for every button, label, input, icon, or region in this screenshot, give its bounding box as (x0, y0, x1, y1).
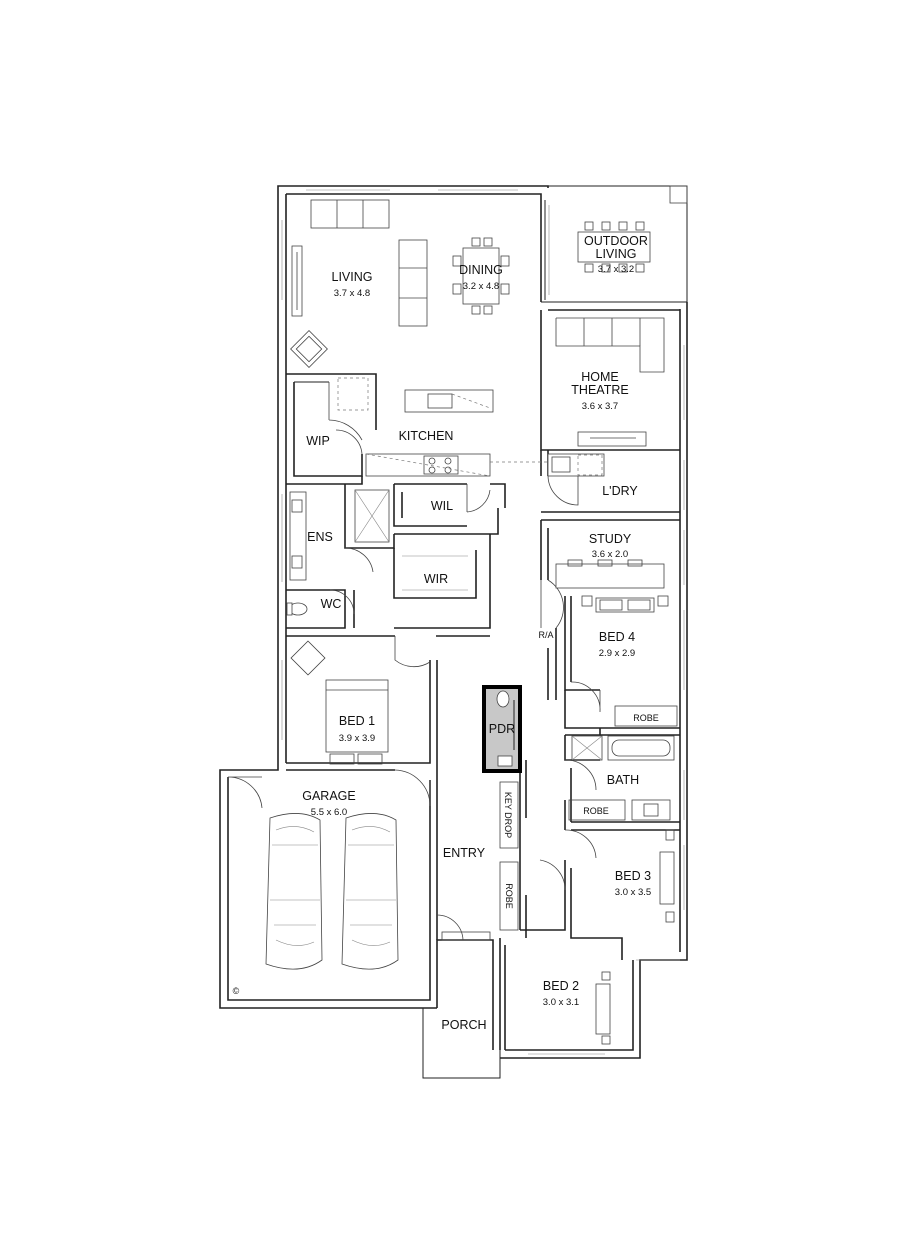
wil-name: WIL (431, 499, 453, 513)
robe-bed4 (614, 705, 678, 727)
living-name: LIVING (332, 270, 373, 284)
bed1-dim: 3.9 x 3.9 (339, 733, 375, 744)
bed1-name: BED 1 (339, 714, 375, 728)
kitchen-name: KITCHEN (399, 429, 454, 443)
porch-name: PORCH (441, 1018, 486, 1032)
bed2-name: BED 2 (543, 979, 579, 993)
bed3-dim: 3.0 x 3.5 (615, 887, 651, 898)
garage-name: GARAGE (302, 789, 356, 803)
laundry-name: L'DRY (602, 484, 638, 498)
ra-label: R/A (538, 630, 553, 640)
robe-bath-label: ROBE (583, 806, 609, 816)
theatre-dim: 3.6 x 3.7 (582, 401, 618, 412)
key-drop-label: KEY DROP (503, 792, 513, 838)
bath-name: BATH (607, 773, 639, 787)
robe-bath (568, 799, 626, 821)
theatre-name-1: HOME (581, 370, 619, 384)
bed3-name: BED 3 (615, 869, 651, 883)
wir-name: WIR (424, 572, 448, 586)
outdoor-dim: 3.7 x 3.2 (598, 264, 634, 275)
windows (281, 189, 685, 1055)
bed2-dim: 3.0 x 3.1 (543, 997, 579, 1008)
outdoor-name-2: LIVING (596, 247, 637, 261)
garage-dim: 5.5 x 6.0 (311, 807, 347, 818)
wc-name: WC (321, 597, 342, 611)
room-labels: LIVING 3.7 x 4.8 DINING 3.2 x 4.8 OUTDOO… (233, 234, 659, 1032)
entry-name: ENTRY (443, 846, 486, 860)
bed4-dim: 2.9 x 2.9 (599, 648, 635, 659)
theatre-name-2: THEATRE (571, 383, 628, 397)
robe-bed4-label: ROBE (633, 713, 659, 723)
exterior-walls (219, 185, 688, 1079)
wip-name: WIP (306, 434, 330, 448)
living-dim: 3.7 x 4.8 (334, 288, 370, 299)
robe-bed2-label: ROBE (504, 883, 514, 909)
pdr-name: PDR (489, 722, 515, 736)
copyright-mark: © (233, 986, 240, 996)
outdoor-name-1: OUTDOOR (584, 234, 648, 248)
dining-dim: 3.2 x 4.8 (463, 281, 499, 292)
ens-name: ENS (307, 530, 333, 544)
study-dim: 3.6 x 2.0 (592, 549, 628, 560)
bed4-name: BED 4 (599, 630, 635, 644)
doors (227, 382, 601, 941)
robe-bed2 (499, 861, 519, 931)
study-name: STUDY (589, 532, 632, 546)
furniture (286, 199, 675, 1045)
dining-name: DINING (459, 263, 503, 277)
key-drop-box (499, 781, 519, 849)
cars (265, 813, 399, 970)
